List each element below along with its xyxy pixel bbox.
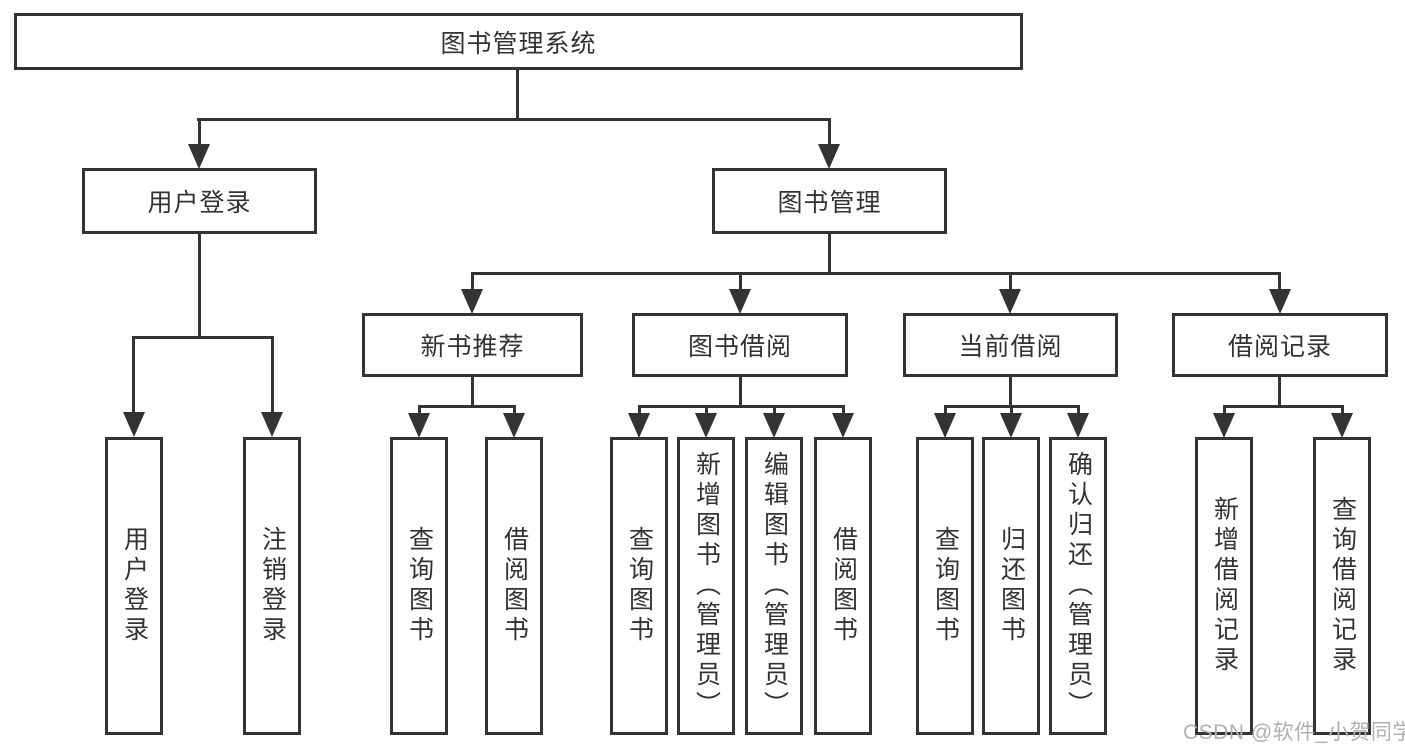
connector-line	[1077, 405, 1080, 415]
arrowhead-icon	[763, 413, 785, 438]
arrowhead-icon	[818, 144, 840, 169]
node-book-borrowing: 图书借阅	[632, 313, 848, 377]
node-book-management: 图书管理	[712, 168, 947, 234]
node-borrowing-records: 借阅记录	[1172, 313, 1388, 377]
leaf-query-books-current: 查询图书	[916, 437, 974, 735]
connector-line	[132, 336, 274, 339]
node-library-management-system: 图书管理系统	[14, 13, 1023, 70]
arrowhead-icon	[1000, 413, 1022, 438]
arrowhead-icon	[1331, 413, 1353, 438]
leaf-borrow-books-borrowing: 借阅图书	[814, 437, 872, 735]
leaf-edit-book-admin: 编辑图书（管理员）	[745, 437, 803, 735]
arrowhead-icon	[461, 289, 483, 314]
connector-line	[828, 118, 831, 148]
arrowhead-icon	[503, 413, 525, 438]
leaf-return-books: 归还图书	[982, 437, 1040, 735]
connector-line	[638, 405, 641, 415]
connector-line	[1009, 375, 1012, 408]
connector-line	[944, 405, 947, 415]
connector-line	[828, 232, 831, 275]
node-new-book-recommendation: 新书推荐	[362, 313, 583, 377]
connector-line	[198, 118, 201, 148]
connector-line	[1223, 405, 1226, 415]
arrowhead-icon	[1213, 413, 1235, 438]
connector-line	[1341, 405, 1344, 415]
connector-line	[132, 336, 135, 414]
leaf-query-books-recommendation: 查询图书	[390, 437, 448, 735]
arrowhead-icon	[628, 413, 650, 438]
connector-line	[471, 272, 1281, 275]
arrowhead-icon	[261, 412, 283, 437]
arrowhead-icon	[188, 144, 210, 169]
connector-line	[198, 232, 201, 338]
connector-line	[638, 405, 845, 408]
connector-line	[705, 405, 708, 415]
arrowhead-icon	[123, 412, 145, 437]
arrowhead-icon	[695, 413, 717, 438]
connector-line	[197, 118, 831, 121]
arrowhead-icon	[1067, 413, 1089, 438]
arrowhead-icon	[934, 413, 956, 438]
connector-line	[1010, 405, 1013, 415]
leaf-add-borrow-record: 新增借阅记录	[1195, 437, 1253, 735]
arrowhead-icon	[729, 289, 751, 314]
leaf-query-books-borrowing: 查询图书	[610, 437, 668, 735]
leaf-add-book-admin: 新增图书（管理员）	[677, 437, 735, 735]
connector-line	[773, 405, 776, 415]
connector-line	[513, 405, 516, 415]
connector-line	[516, 68, 519, 120]
node-user-login: 用户登录	[82, 168, 317, 234]
arrowhead-icon	[1269, 289, 1291, 314]
csdn-watermark: CSDN @软件_小贺同学	[1183, 721, 1405, 744]
arrowhead-icon	[832, 413, 854, 438]
connector-line	[739, 375, 742, 408]
connector-line	[1223, 405, 1344, 408]
connector-line	[842, 405, 845, 415]
arrowhead-icon	[999, 289, 1021, 314]
connector-line	[418, 405, 516, 408]
connector-line	[1278, 375, 1281, 408]
leaf-confirm-return-admin: 确认归还（管理员）	[1049, 437, 1107, 735]
node-current-borrowing: 当前借阅	[903, 313, 1118, 377]
connector-line	[739, 272, 742, 291]
connector-line	[271, 336, 274, 414]
leaf-user-login: 用户登录	[105, 437, 163, 735]
leaf-borrow-books-recommendation: 借阅图书	[485, 437, 543, 735]
leaf-query-borrow-record: 查询借阅记录	[1313, 437, 1371, 735]
connector-line	[471, 272, 474, 291]
connector-line	[418, 405, 421, 415]
arrowhead-icon	[408, 413, 430, 438]
connector-line	[1009, 272, 1012, 291]
leaf-logout: 注销登录	[243, 437, 301, 735]
connector-line	[471, 375, 474, 408]
connector-line	[1278, 272, 1281, 291]
